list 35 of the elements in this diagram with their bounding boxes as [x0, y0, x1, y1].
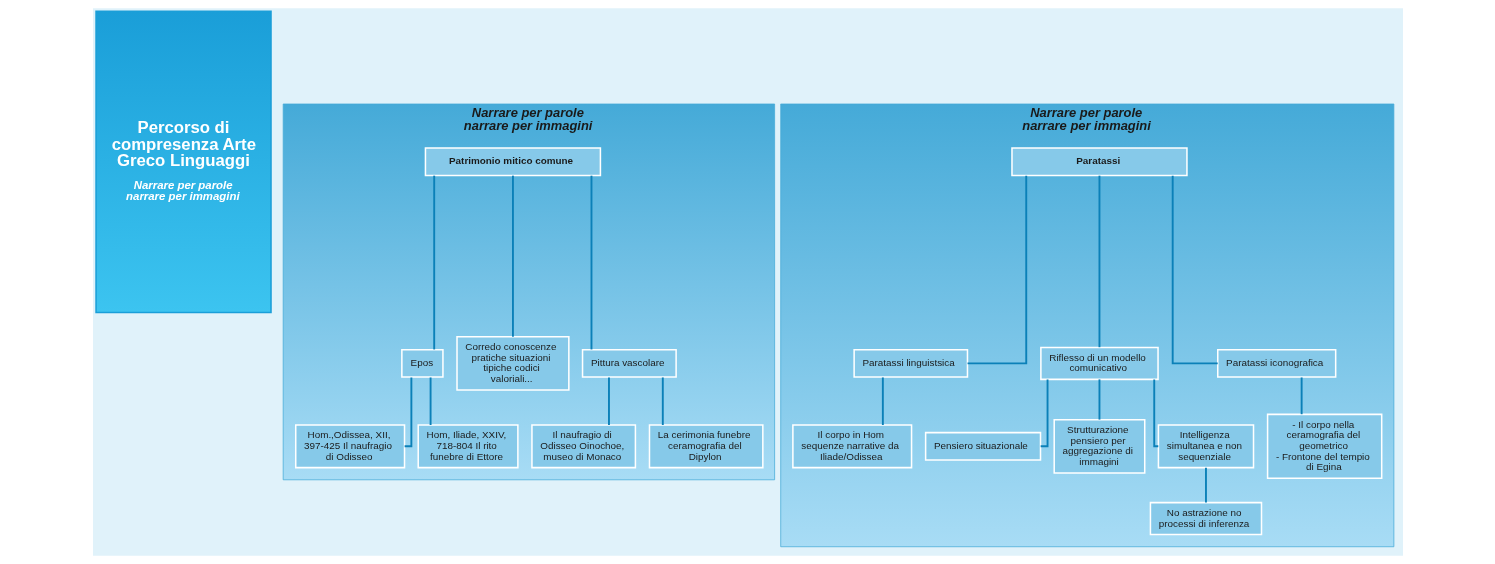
connector: [432, 174, 435, 351]
connector: [429, 376, 432, 426]
node-box: Paratassi iconografica: [1216, 348, 1336, 378]
connector: [403, 376, 412, 448]
connector: [1152, 378, 1159, 448]
connector: [590, 174, 592, 351]
connector: [1098, 174, 1100, 349]
connector: [1204, 466, 1207, 504]
connector: [511, 174, 514, 338]
node-box: Percorso di compresenza Arte Greco Linguaggi Narrare per parole narrare per immagini: [94, 10, 272, 314]
node-box: - Il corpo nella ceramografia del geometrico - Frontone del tempio di Egina: [1266, 413, 1382, 480]
node-box: La cerimonia funebre ceramografia del Dipylon: [648, 424, 764, 469]
node-box: Epos: [400, 348, 444, 378]
connector: [1171, 174, 1219, 365]
node-box: Riflesso di un modello comunicativo: [1039, 346, 1159, 381]
node-box: Pittura vascolare: [581, 348, 677, 378]
node-box: Hom, Iliade, XXIV, 718-804 Il rito funebre di Ettore: [416, 424, 519, 469]
connector: [661, 376, 664, 426]
connector: [966, 174, 1027, 365]
node-box: Il corpo in Hom sequenze narrative da Iliade/Odissea: [791, 424, 912, 469]
connector: [881, 376, 884, 426]
connector: [1098, 378, 1100, 421]
node-box: No astrazione no processi di inferenza: [1149, 501, 1262, 536]
node-box: Strutturazione pensiero per aggregazione di immagini: [1052, 418, 1145, 474]
node-box: Pensiero situazionale: [924, 431, 1041, 461]
node-box: Intelligenza simultanea e non sequenziale: [1157, 424, 1254, 469]
node-box: Paratassi: [1010, 147, 1188, 177]
node-box: Il naufragio di Odisseo Oinochoe, museo di Monaco: [530, 424, 636, 469]
connector: [1300, 376, 1303, 416]
node-box: Hom.,Odissea, XII, 397-425 Il naufragio di Odisseo: [294, 424, 405, 469]
node-box: Paratassi linguistsica: [852, 348, 968, 378]
node-box: Corredo conoscenze pratiche situazioni tipiche codici valoriali...: [455, 336, 570, 391]
connector: [607, 376, 610, 426]
node-box: Patrimonio mitico comune: [424, 147, 601, 177]
connector: [1039, 378, 1048, 448]
